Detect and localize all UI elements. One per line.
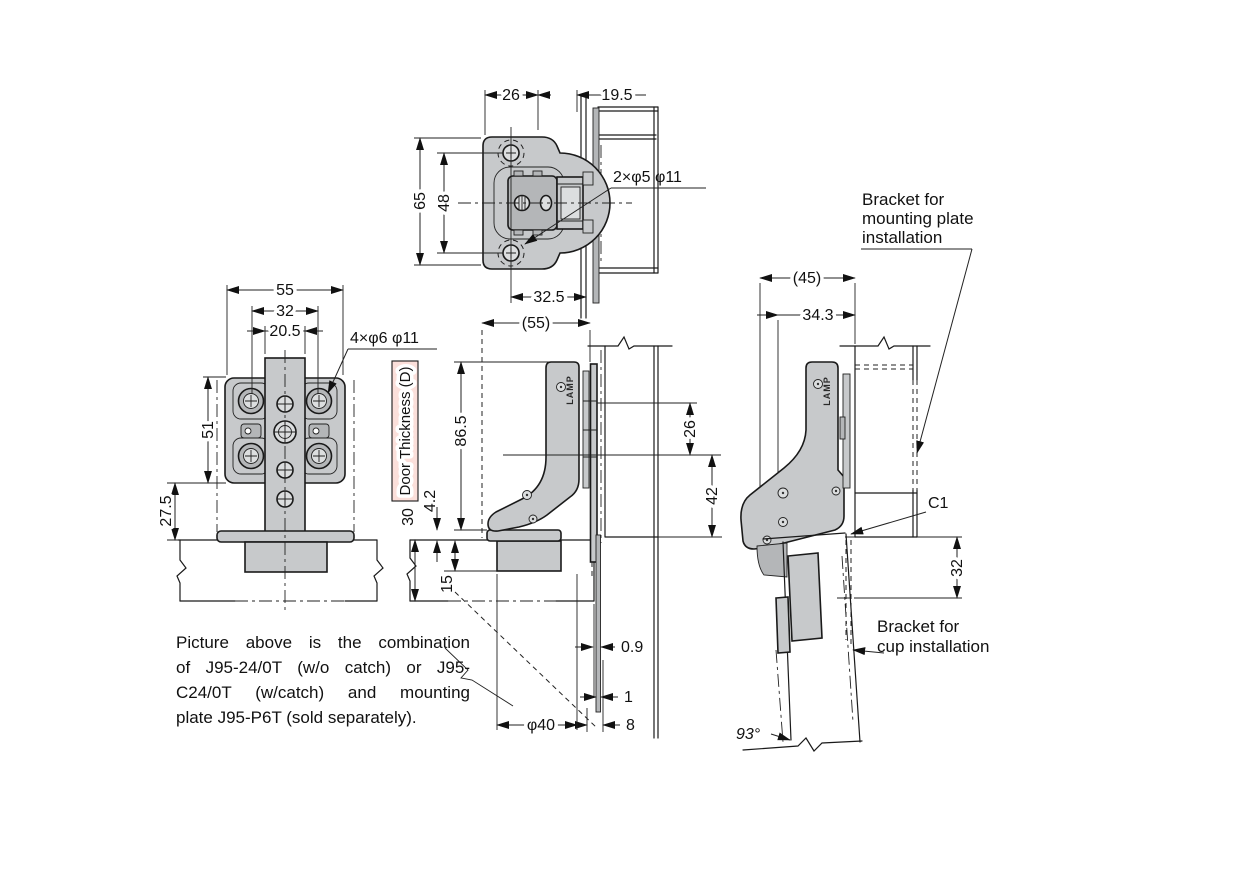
dim-55-ref-label: (55) — [522, 315, 550, 332]
dim-0-9-label: 0.9 — [621, 639, 643, 656]
dim-27-5-label: 27.5 — [158, 495, 175, 526]
door-thickness-label: Door Thickness (D) — [397, 367, 414, 496]
chamfer-c1-label: C1 — [928, 495, 949, 512]
brand-logo-open: LAMP — [822, 376, 832, 406]
caption-line-3: C24/0T (w/catch) and mounting — [176, 683, 470, 702]
dim-19-5-label: 19.5 — [601, 87, 632, 104]
dim-65-label: 65 — [412, 192, 429, 210]
brand-logo-closed: LAMP — [565, 375, 575, 405]
plate-strips-closed — [582, 363, 598, 578]
cup-bracket-line1: Bracket for — [877, 617, 960, 636]
cabinet-panel-closed — [587, 335, 673, 739]
open-door — [742, 532, 863, 752]
top-view-dimensions: 55 32 20.5 4×φ6 φ11 51 27.5 — [155, 279, 437, 541]
side-view-open: LAMP (45) 34.3 32 C1 93° — [736, 190, 989, 752]
front-view-dimensions: 26 19.5 65 48 32.5 2×φ5 φ11 — [409, 84, 706, 310]
dim-32-label: 32 — [276, 303, 294, 320]
dim-26-label: 26 — [502, 87, 520, 104]
caption: Picture above is the combination of J95-… — [176, 630, 470, 730]
cup-tab-open — [775, 596, 791, 654]
plate-top-view: 55 32 20.5 4×φ6 φ11 51 27.5 — [155, 279, 437, 614]
dim-45-ref-label: (45) — [793, 270, 821, 287]
dim-34-3-label: 34.3 — [802, 307, 833, 324]
dim-4-2-label: 4.2 — [422, 490, 439, 512]
dim-32-5-label: 32.5 — [533, 289, 564, 306]
plate-mounting-screws — [237, 387, 333, 470]
dim-55-label: 55 — [276, 282, 294, 299]
hinge-cup — [244, 541, 328, 573]
dim-86-5-label: 86.5 — [453, 415, 470, 446]
open-view-dimensions: (45) 34.3 32 C1 93° — [736, 267, 970, 744]
dim-15-label: 15 — [439, 575, 456, 593]
door-section — [176, 539, 384, 602]
caption-line-2: of J95-24/0T (w/o catch) or J95- — [176, 658, 470, 677]
arm-end-cap — [756, 542, 788, 578]
cup-flange — [216, 530, 355, 543]
angle-93-label: 93° — [736, 726, 761, 743]
caption-line-4: plate J95-P6T (sold separately). — [176, 708, 417, 727]
hinge-cup-side — [496, 540, 562, 572]
plate-strips-open — [839, 373, 851, 489]
dim-20-5-label: 20.5 — [269, 323, 300, 340]
dim-48-label: 48 — [436, 194, 453, 212]
closed-view-dimensions: (55) Door Thickness (D) 30 4.2 86.5 15 2… — [391, 312, 725, 738]
mounting-bracket-line1: Bracket for — [862, 190, 945, 209]
mounting-bracket-line2: mounting plate — [862, 209, 974, 228]
cup-flange-side — [486, 529, 562, 542]
cup-bracket-annotation: Bracket for cup installation — [852, 617, 989, 656]
dim-26-right-label: 26 — [682, 420, 699, 438]
dim-51-label: 51 — [200, 421, 217, 439]
mounting-plate-face — [458, 127, 632, 303]
cup-bracket-open — [787, 552, 823, 642]
cabinet-panel-open — [837, 335, 962, 645]
hole-callout-top: 4×φ6 φ11 — [350, 330, 419, 347]
mounting-bracket-line3: installation — [862, 228, 942, 247]
door-thickness-label-box — [391, 360, 419, 502]
arm-screws-closed — [522, 382, 566, 524]
cup-bracket-line2: cup installation — [877, 637, 989, 656]
hinge-arm-closed — [487, 361, 580, 532]
front-view: 26 19.5 65 48 32.5 2×φ5 φ11 — [409, 84, 706, 319]
caption-line-1: Picture above is the combination — [176, 633, 470, 652]
dim-8-label: 8 — [626, 717, 635, 734]
dim-32-open-label: 32 — [949, 559, 966, 577]
dim-1-label: 1 — [624, 689, 633, 706]
hole-callout-front: 2×φ5 φ11 — [613, 169, 682, 186]
mounting-bracket-annotation: Bracket for mounting plate installation — [861, 190, 974, 454]
dim-30-label: 30 — [400, 508, 417, 526]
dim-42-label: 42 — [704, 487, 721, 505]
side-view-closed: LAMP (55) Door Thickness (D) 30 — [391, 312, 725, 739]
arm-screws-open — [762, 379, 841, 545]
dim-dia40-label: φ40 — [527, 717, 555, 734]
